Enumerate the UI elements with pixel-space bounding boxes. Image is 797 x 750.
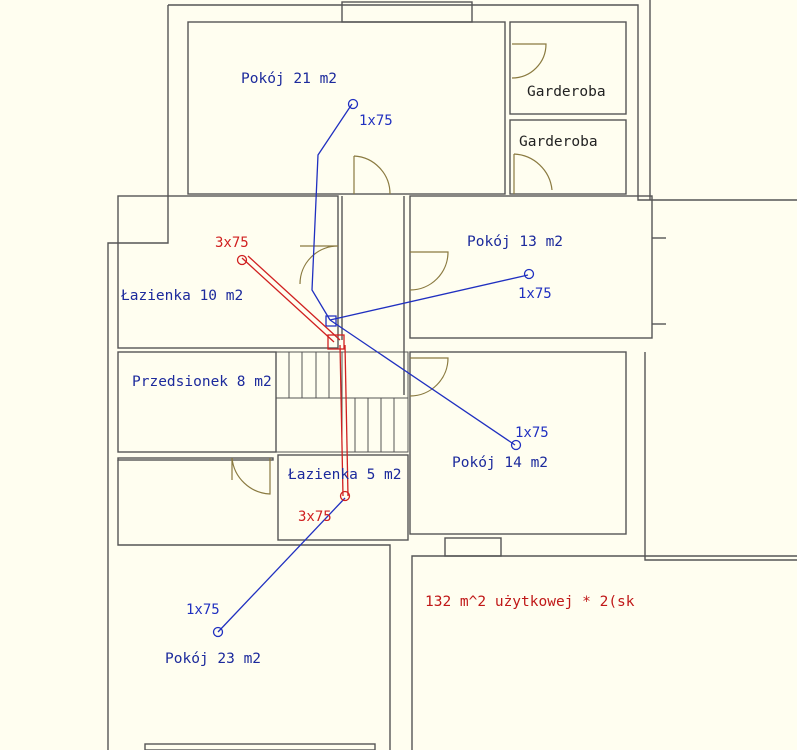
room-label-pokoj13: Pokój 13 m2 xyxy=(467,234,563,250)
supply-ducts xyxy=(217,103,529,633)
vent-pokoj23-marker xyxy=(212,626,224,638)
exhaust-ducts xyxy=(241,255,349,497)
room-label-garderoba2: Garderoba xyxy=(519,134,598,150)
vent-lazienka5-marker xyxy=(339,490,351,502)
vent-label-pokoj13: 1x75 xyxy=(518,286,552,302)
vent-labels: 1x75 1x75 1x75 1x75 3x75 3x75 xyxy=(186,113,552,618)
vent-label-lazienka5: 3x75 xyxy=(298,509,332,525)
walls xyxy=(107,0,797,750)
room-label-lazienka10: Łazienka 10 m2 xyxy=(120,288,243,304)
room-label-garderoba1: Garderoba xyxy=(527,84,606,100)
vent-label-pokoj21: 1x75 xyxy=(359,113,393,129)
vent-markers xyxy=(212,98,535,638)
vent-label-pokoj14: 1x75 xyxy=(515,425,549,441)
room-label-lazienka5: Łazienka 5 m2 xyxy=(287,467,402,483)
area-note: 132 m^2 użytkowej * 2(sk xyxy=(425,594,635,610)
doors xyxy=(231,43,553,495)
room-label-pokoj14: Pokój 14 m2 xyxy=(452,455,548,471)
room-labels: Pokój 21 m2 Garderoba Garderoba Pokój 13… xyxy=(120,71,606,667)
vent-pokoj13-marker xyxy=(523,268,535,280)
vent-pokoj14-marker xyxy=(510,439,522,451)
room-label-przedsionek: Przedsionek 8 m2 xyxy=(132,374,272,390)
vent-label-pokoj23: 1x75 xyxy=(186,602,220,618)
room-label-pokoj21: Pokój 21 m2 xyxy=(241,71,337,87)
vent-pokoj21-marker xyxy=(347,98,359,110)
vent-lazienka10-marker xyxy=(236,254,248,266)
vent-label-lazienka10: 3x75 xyxy=(215,235,249,251)
room-label-pokoj23: Pokój 23 m2 xyxy=(165,651,261,667)
